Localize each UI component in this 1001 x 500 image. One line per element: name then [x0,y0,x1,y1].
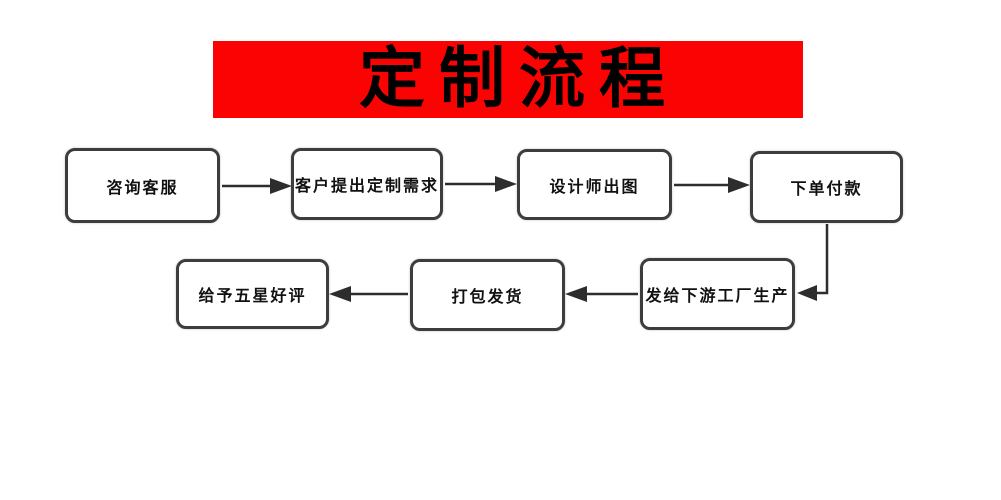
flow-step-factory: 发给下游工厂生产 [640,258,795,330]
flow-step-label: 给予五星好评 [198,288,307,305]
flow-step-label: 打包发货 [451,289,524,306]
arrow-order-to-factory [797,224,829,301]
arrow-pack-ship-to-review [329,286,408,302]
flow-step-review: 给予五星好评 [176,259,329,329]
flow-step-label: 客户提出定制需求 [294,178,439,195]
arrow-factory-to-pack-ship [565,286,638,302]
flow-step-design: 设计师出图 [517,149,672,220]
flow-step-request: 客户提出定制需求 [291,148,443,220]
flow-step-order: 下单付款 [750,151,903,223]
flow-step-label: 发给下游工厂生产 [645,288,790,305]
arrow-request-to-design [445,176,517,192]
title-banner: 定制流程 [213,41,803,118]
flow-step-pack-ship: 打包发货 [410,259,565,331]
arrow-consult-to-request [222,178,292,194]
arrow-design-to-order [674,177,750,193]
flow-step-label: 下单付款 [790,181,863,198]
page-title: 定制流程 [359,42,679,116]
flow-step-label: 咨询客服 [106,179,179,197]
flow-step-consult: 咨询客服 [65,148,220,223]
flow-step-label: 设计师出图 [549,178,640,196]
